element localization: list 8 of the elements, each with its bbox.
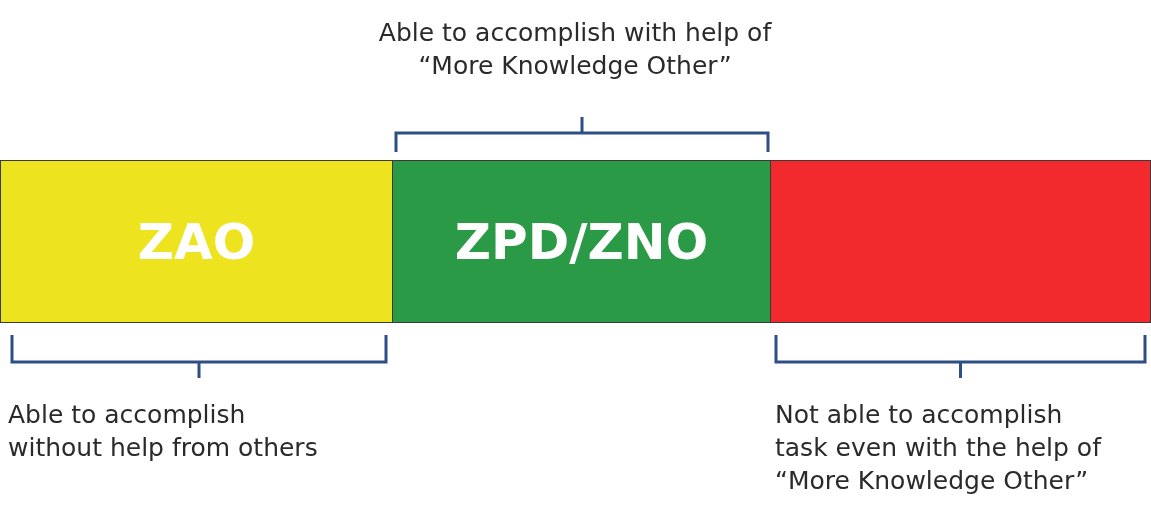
caption-text: Not able to accomplish task even with the help of “More Knowledge Other” [775, 399, 1103, 497]
bar-segment [770, 160, 1151, 323]
caption-text: Able to accomplish without help from others [8, 399, 319, 464]
segment-label: ZPD/ZNO [454, 212, 709, 271]
caption-text: Able to accomplish with help of “More Knowledge Other” [377, 17, 773, 82]
segment-label: ZAO [137, 212, 256, 271]
bar-segment [392, 160, 771, 323]
bar-segment [0, 160, 393, 323]
